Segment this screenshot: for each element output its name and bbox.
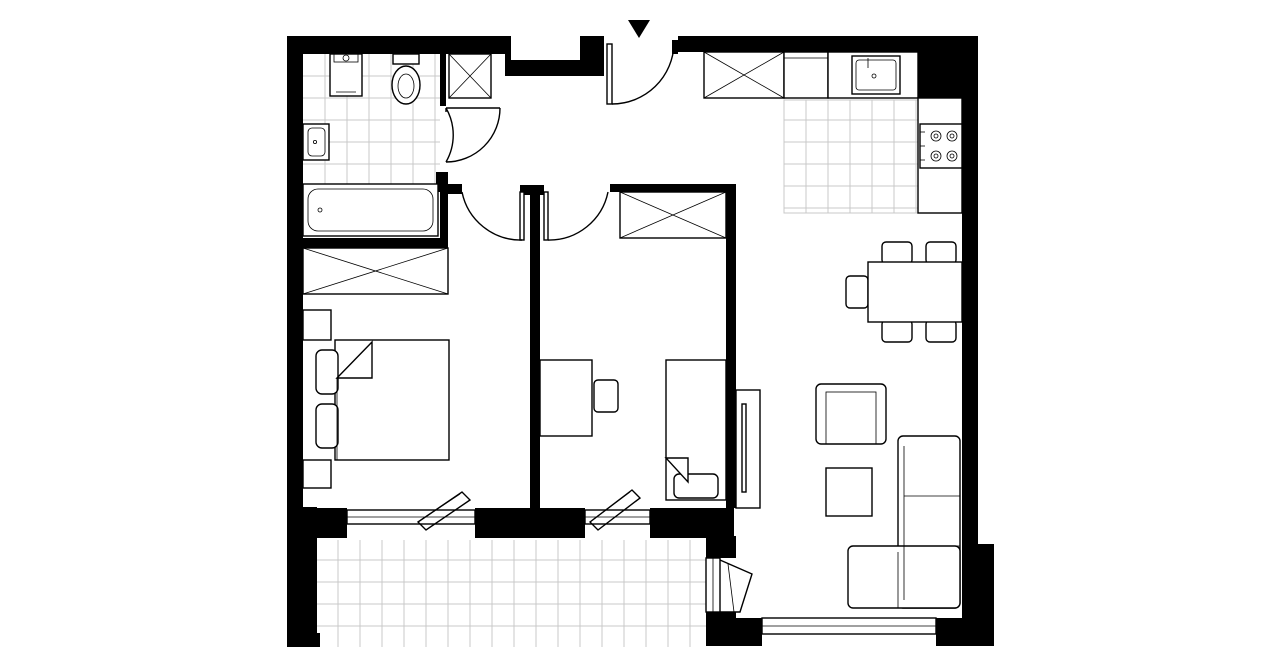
bathtub-icon bbox=[302, 183, 439, 237]
single-bed-icon bbox=[664, 359, 727, 501]
tv-stand-icon bbox=[735, 389, 761, 509]
window-icon bbox=[705, 557, 721, 613]
kitchen-tile-floor bbox=[783, 99, 921, 214]
washing-machine-icon bbox=[329, 53, 363, 97]
window-icon bbox=[584, 509, 651, 525]
door-swing-icon bbox=[445, 107, 501, 163]
door-swing-icon bbox=[543, 191, 609, 241]
coffee-table-icon bbox=[825, 467, 873, 517]
door-swing-icon bbox=[606, 40, 678, 105]
nightstand-icon bbox=[302, 459, 332, 489]
window-icon bbox=[761, 617, 937, 635]
armchair-icon bbox=[815, 383, 887, 445]
corner-sofa-icon bbox=[847, 435, 961, 609]
bathroom-tile-floor bbox=[303, 54, 440, 185]
door-swing-icon bbox=[416, 491, 472, 531]
desk-icon bbox=[539, 359, 593, 437]
window-icon bbox=[346, 509, 476, 525]
door-swing-icon bbox=[719, 559, 753, 613]
walls bbox=[287, 36, 994, 647]
toilet-icon bbox=[391, 53, 421, 105]
sink-icon bbox=[851, 55, 901, 95]
door-swing-icon bbox=[588, 489, 642, 531]
chair-icon bbox=[593, 379, 619, 413]
washbasin-icon bbox=[302, 123, 330, 161]
wardrobe-icon bbox=[619, 191, 727, 239]
balcony-tile-floor bbox=[316, 540, 706, 647]
nightstand-icon bbox=[302, 309, 332, 341]
door-swing-icon bbox=[461, 191, 525, 241]
cooktop-icon bbox=[919, 123, 963, 169]
wardrobe-icon bbox=[448, 53, 492, 99]
wardrobe-icon bbox=[302, 247, 449, 295]
dining-table-icon bbox=[845, 241, 963, 343]
double-bed-icon bbox=[315, 339, 450, 461]
entrance-arrow-icon bbox=[628, 20, 650, 38]
